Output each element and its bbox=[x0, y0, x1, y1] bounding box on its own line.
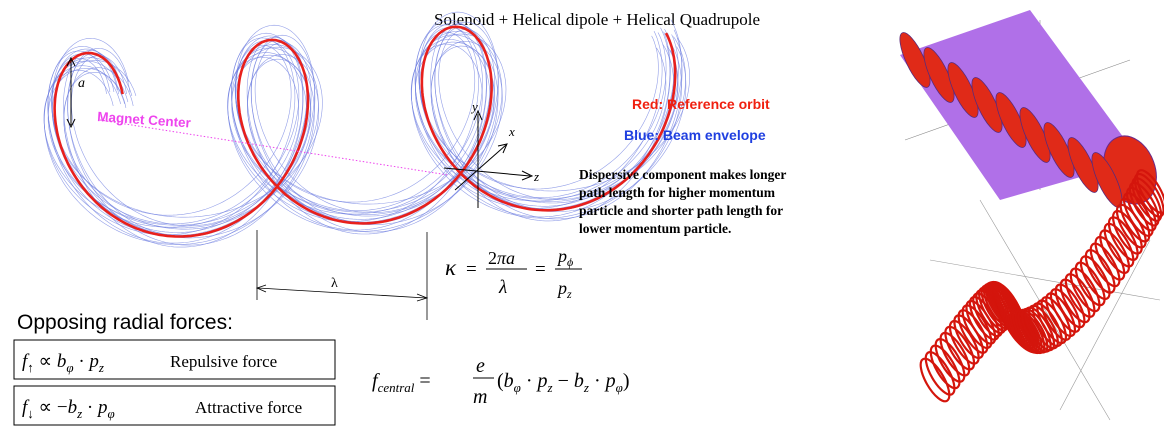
svg-text:κ: κ bbox=[445, 255, 457, 280]
svg-text:=: = bbox=[535, 259, 546, 280]
attractive-force-label: Attractive force bbox=[195, 398, 302, 417]
central-force-equation: fcentral = e m (bφ · pz − bz · pφ) bbox=[372, 355, 630, 408]
svg-text:(bφ · pz − bz · pφ): (bφ · pz − bz · pφ) bbox=[497, 370, 630, 395]
helix-ring bbox=[939, 331, 971, 377]
forces-heading: Opposing radial forces: bbox=[17, 311, 233, 334]
period-dimension bbox=[255, 230, 429, 320]
helix-ring bbox=[1107, 216, 1139, 261]
legend-reference-orbit: Red: Reference orbit bbox=[632, 96, 770, 112]
svg-text:m: m bbox=[473, 386, 487, 408]
cylinder-stripe bbox=[1043, 122, 1075, 178]
svg-text:pϕ: pϕ bbox=[556, 246, 573, 269]
helix-ring bbox=[924, 351, 956, 396]
description-line: particle and shorter path length for bbox=[579, 203, 783, 218]
helix-ring bbox=[944, 325, 976, 371]
magnet-center-label: Magnet Center bbox=[97, 109, 192, 131]
period-label-lambda: λ bbox=[331, 276, 338, 291]
svg-text:fcentral =: fcentral = bbox=[372, 370, 431, 395]
description-line: lower momentum particle. bbox=[579, 221, 731, 236]
helix-ring bbox=[1111, 209, 1143, 255]
helix-ring bbox=[1094, 235, 1126, 281]
envelope-strand bbox=[71, 29, 679, 227]
description-text: Dispersive component makes longer path l… bbox=[579, 167, 786, 236]
helix-ring bbox=[961, 304, 993, 350]
kappa-equation: κ = 2πa λ = pϕ pz bbox=[445, 246, 582, 301]
helix-ring bbox=[1074, 261, 1106, 307]
helix-ring bbox=[1084, 249, 1116, 294]
magnet-center-line bbox=[99, 119, 449, 176]
cylinder-stripe bbox=[1067, 137, 1099, 193]
coordinate-axes bbox=[443, 109, 534, 208]
helix-ring bbox=[1049, 288, 1081, 333]
helix-ring bbox=[934, 338, 966, 383]
axis-z-label: z bbox=[533, 169, 539, 184]
cylinder-stripe bbox=[1019, 107, 1051, 163]
helix-ring bbox=[929, 344, 961, 390]
helix-ring bbox=[1031, 302, 1063, 348]
envelope-strand bbox=[47, 19, 671, 244]
svg-text:f↑ ∝ bφ · pz: f↑ ∝ bφ · pz bbox=[22, 351, 104, 375]
svg-text:λ: λ bbox=[498, 277, 507, 298]
repulsive-force-formula: f↑ ∝ bφ · pz bbox=[22, 351, 104, 375]
helix-ring bbox=[1089, 242, 1121, 288]
helix-ring bbox=[1103, 222, 1135, 268]
helix-ring bbox=[1059, 278, 1091, 324]
ring-helix-3d-plot bbox=[919, 169, 1164, 421]
helix-ring bbox=[1054, 283, 1086, 329]
attractive-force-box bbox=[13, 385, 336, 426]
envelope-strand bbox=[47, 24, 663, 235]
helix-ring bbox=[1069, 267, 1101, 313]
description-line: Dispersive component makes longer bbox=[579, 167, 786, 182]
helix-ring bbox=[957, 309, 989, 354]
helix-ring bbox=[1135, 169, 1164, 214]
envelope-strand bbox=[63, 41, 687, 239]
svg-text:e: e bbox=[476, 355, 485, 377]
helix-ring bbox=[1024, 306, 1056, 352]
radius-dimension bbox=[66, 56, 76, 129]
attractive-force-formula: f↓ ∝ −bz · pφ bbox=[22, 397, 115, 421]
helix-ring bbox=[1028, 304, 1059, 350]
envelope-strand bbox=[63, 45, 679, 230]
cylinder-stripe bbox=[899, 32, 931, 88]
helix-ring bbox=[1099, 229, 1131, 275]
legend-beam-envelope: Blue: Beam envelope bbox=[624, 127, 766, 143]
helix-ring bbox=[948, 319, 980, 365]
axis-x-label: x bbox=[508, 124, 515, 139]
repulsive-force-label: Repulsive force bbox=[170, 352, 277, 371]
cylinder-stripe bbox=[947, 62, 979, 118]
radius-label-a: a bbox=[78, 76, 85, 91]
helix-ring bbox=[1079, 255, 1111, 301]
helix-ring bbox=[1045, 292, 1077, 338]
cylinder-3d-plot bbox=[899, 10, 1157, 208]
helix-ring bbox=[1064, 273, 1096, 318]
svg-text:pz: pz bbox=[556, 278, 572, 301]
svg-text:f↓ ∝ −bz · pφ: f↓ ∝ −bz · pφ bbox=[22, 397, 115, 421]
svg-text:=: = bbox=[466, 259, 477, 280]
reference-orbit bbox=[53, 25, 677, 238]
diagram-title: Solenoid + Helical dipole + Helical Quad… bbox=[434, 10, 760, 29]
cylinder-stripe bbox=[971, 77, 1003, 133]
repulsive-force-box bbox=[13, 339, 336, 380]
description-line: path length for higher momentum bbox=[579, 185, 776, 200]
envelope-strand bbox=[44, 34, 682, 245]
helix-ring bbox=[919, 357, 951, 403]
axis-y-label: y bbox=[470, 99, 478, 114]
cylinder-stripe bbox=[995, 92, 1027, 148]
cylinder-stripe bbox=[923, 47, 955, 103]
svg-text:2πa: 2πa bbox=[488, 248, 515, 268]
